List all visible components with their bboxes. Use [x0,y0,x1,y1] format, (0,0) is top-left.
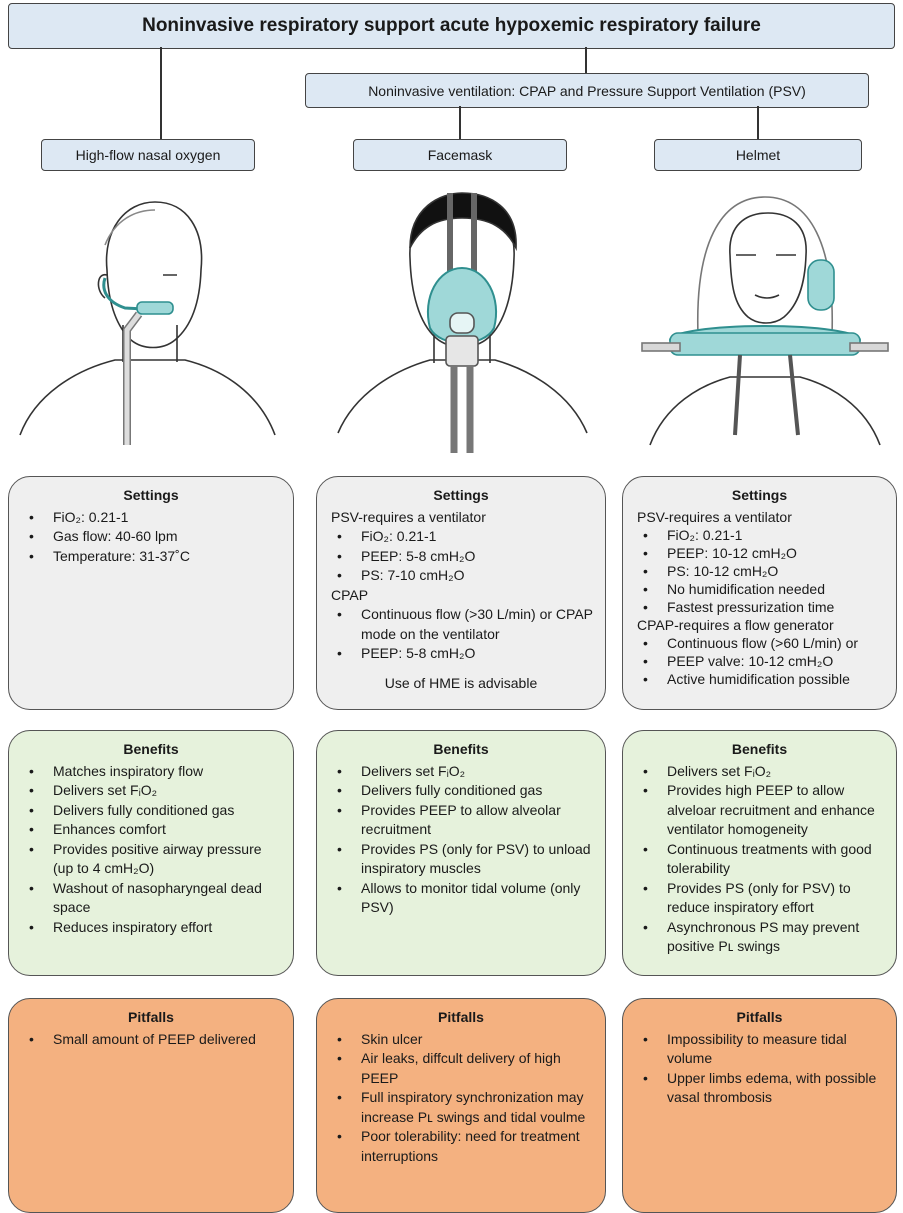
pitfalls-panel-facemask: Pitfalls Skin ulcer Air leaks, diffcult … [316,998,606,1213]
list-item: Full inspiratory synchronization may inc… [331,1088,595,1127]
pitfalls-heading: Pitfalls [736,1009,783,1025]
hme-note: Use of HME is advisable [384,674,538,691]
list-item: PEEP: 10-12 cmH₂O [637,544,886,562]
psv-line: PSV-requires a ventilator [331,508,486,525]
list-item: Provides positive airway pressure (up to… [23,840,283,879]
pitfalls-panel-helmet: Pitfalls Impossibility to measure tidal … [622,998,897,1213]
list-item: Reduces inspiratory effort [23,918,283,938]
list-item: Skin ulcer [331,1030,595,1050]
list-item: Delivers set FᵢO₂ [331,762,595,782]
list-item: Impossibility to measure tidal volume [637,1030,886,1069]
pitfalls-heading: Pitfalls [438,1009,484,1025]
list-item: Delivers fully conditioned gas [23,801,283,821]
benefits-heading: Benefits [433,741,489,757]
list-item: Poor tolerability: need for treatment in… [331,1127,595,1166]
benefits-panel-facemask: Benefits Delivers set FᵢO₂ Delivers full… [316,730,606,976]
list-item: PEEP: 5-8 cmH₂O [331,644,595,664]
category-helmet: Helmet [654,139,862,171]
list-item: Provides high PEEP to allow alveloar rec… [637,781,886,840]
list-item: Enhances comfort [23,820,283,840]
list-item: FiO₂: 0.21-1 [331,527,595,547]
settings-panel-facemask: Settings PSV-requires a ventilator FiO₂:… [316,476,606,710]
list-item: Active humidification possible [637,670,886,688]
list-item: FiO₂: 0.21-1 [637,526,886,544]
list-item: FiO₂: 0.21-1 [23,508,283,528]
settings-panel-hfno: Settings FiO₂: 0.21-1 Gas flow: 40-60 lp… [8,476,294,710]
settings-heading: Settings [123,487,179,503]
category-hfno: High-flow nasal oxygen [41,139,255,171]
cpap-line: CPAP [331,586,369,603]
list-item: Continuous flow (>60 L/min) or [637,634,886,652]
benefits-panel-helmet: Benefits Delivers set FᵢO₂ Provides high… [622,730,897,976]
settings-heading: Settings [433,487,489,503]
benefits-heading: Benefits [731,741,788,757]
list-item: Provides PS (only for PSV) to unload ins… [331,840,595,879]
list-item: Delivers set FᵢO₂ [637,762,886,782]
list-item: PEEP: 5-8 cmH₂O [331,547,595,567]
list-item: Washout of nasopharyngeal dead space [23,879,283,918]
settings-heading: Settings [731,487,788,503]
list-item: Fastest pressurization time [637,598,886,616]
helmet-patient-illustration [640,185,890,460]
list-item: Asynchronous PS may prevent positive Pʟ … [637,918,886,957]
connector-niv-helmet [757,106,759,139]
hfno-patient-illustration [15,190,280,455]
list-item: Gas flow: 40-60 lpm [23,527,283,547]
list-item: Allows to monitor tidal volume (only PSV… [331,879,595,918]
list-item: PEEP valve: 10-12 cmH₂O [637,652,886,670]
psv-line: PSV-requires a ventilator [637,508,792,525]
benefits-panel-hfno: Benefits Matches inspiratory flow Delive… [8,730,294,976]
benefits-heading: Benefits [123,741,179,757]
list-item: Temperature: 31-37˚C [23,547,283,567]
list-item: Delivers fully conditioned gas [331,781,595,801]
list-item: Continuous treatments with good tolerabi… [637,840,886,879]
connector-title-hfno [160,47,162,139]
niv-header: Noninvasive ventilation: CPAP and Pressu… [305,73,869,108]
cpap-line: CPAP-requires a flow generator [637,616,834,633]
list-item: Matches inspiratory flow [23,762,283,782]
category-facemask: Facemask [353,139,567,171]
list-item: PS: 10-12 cmH₂O [637,562,886,580]
list-item: Delivers set FᵢO₂ [23,781,283,801]
list-item: Provides PEEP to allow alveolar recruitm… [331,801,595,840]
list-item: Small amount of PEEP delivered [23,1030,283,1050]
pitfalls-panel-hfno: Pitfalls Small amount of PEEP delivered [8,998,294,1213]
list-item: PS: 7-10 cmH₂O [331,566,595,586]
list-item: No humidification needed [637,580,886,598]
list-item: Continuous flow (>30 L/min) or CPAP mode… [331,605,595,644]
connector-title-niv [585,47,587,73]
list-item: Air leaks, diffcult delivery of high PEE… [331,1049,595,1088]
facemask-patient-illustration [330,188,595,458]
list-item: Upper limbs edema, with possible vasal t… [637,1069,886,1108]
diagram-title: Noninvasive respiratory support acute hy… [8,3,895,49]
pitfalls-heading: Pitfalls [128,1009,174,1025]
connector-niv-facemask [459,106,461,139]
list-item: Provides PS (only for PSV) to reduce ins… [637,879,886,918]
settings-panel-helmet: Settings PSV-requires a ventilator FiO₂:… [622,476,897,710]
